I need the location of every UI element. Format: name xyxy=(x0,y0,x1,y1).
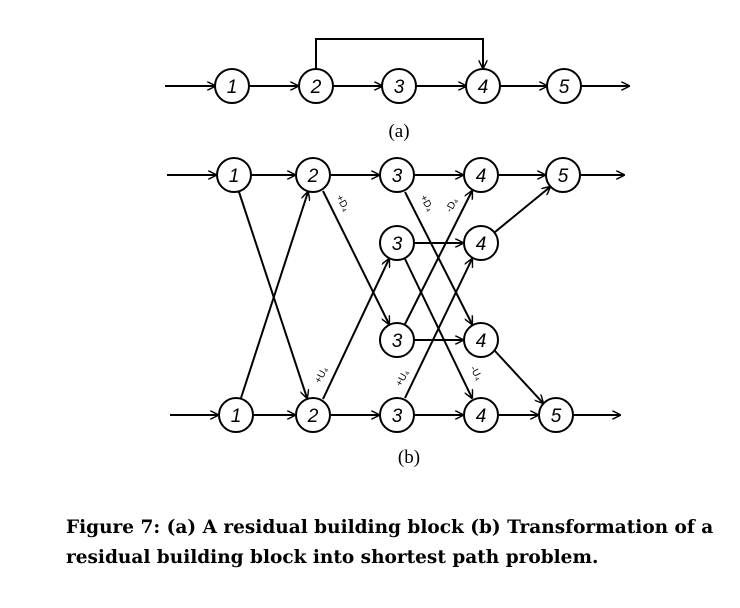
edge-b-m4a-t5 xyxy=(494,187,550,233)
diagram-a-edges xyxy=(165,38,629,86)
edge-b-b2-m3a xyxy=(322,259,389,400)
edge-label-minus-u4: -U₄ xyxy=(467,364,484,382)
edge-label-minus-d4: -D₄ xyxy=(444,196,461,214)
svg-text:3: 3 xyxy=(392,406,403,427)
edge-b-m4b-b5 xyxy=(494,350,543,403)
residual-block-figure: 1 2 3 4 5 (a) xyxy=(165,38,740,468)
node-a-4: 4 xyxy=(465,68,501,104)
node-b-mid-upper-3: 3 xyxy=(379,225,415,261)
node-a-2: 2 xyxy=(298,68,334,104)
node-a-5: 5 xyxy=(546,68,582,104)
node-b-mid-upper-4: 4 xyxy=(463,225,499,261)
subfigure-label-b: (b) xyxy=(398,447,420,468)
svg-text:3: 3 xyxy=(392,331,403,352)
edge-b-t1-b2 xyxy=(238,191,307,398)
node-b-bottom-3: 3 xyxy=(379,397,415,433)
edge-b-m3b-t4 xyxy=(404,191,472,325)
node-b-top-5: 5 xyxy=(545,157,581,193)
edge-b-b3-m4a xyxy=(404,259,472,399)
svg-text:5: 5 xyxy=(559,77,570,98)
svg-text:1: 1 xyxy=(227,77,238,98)
node-b-top-4: 4 xyxy=(463,157,499,193)
svg-text:5: 5 xyxy=(558,166,569,187)
svg-text:2: 2 xyxy=(307,406,319,427)
node-b-bottom-1: 1 xyxy=(218,397,254,433)
node-b-top-3: 3 xyxy=(379,157,415,193)
edge-label-plus-d4-b: +D₄ xyxy=(417,193,435,213)
svg-text:5: 5 xyxy=(551,406,562,427)
svg-text:1: 1 xyxy=(231,406,242,427)
node-b-bottom-4: 4 xyxy=(463,397,499,433)
figure-caption: Figure 7: (a) A residual building block … xyxy=(66,517,714,568)
svg-text:1: 1 xyxy=(229,166,240,187)
node-b-top-2: 2 xyxy=(295,157,331,193)
edge-b-b1-t2 xyxy=(240,192,308,399)
edge-label-plus-d4-a: +D₄ xyxy=(333,193,351,213)
svg-text:3: 3 xyxy=(392,234,403,255)
edge-label-plus-u4-b: +U₄ xyxy=(394,368,412,388)
node-a-1: 1 xyxy=(214,68,250,104)
svg-text:4: 4 xyxy=(478,77,489,98)
edge-b-t2-m3b xyxy=(322,190,389,324)
diagram-b-edges xyxy=(167,175,624,415)
node-b-bottom-2: 2 xyxy=(295,397,331,433)
subfigure-label-a: (a) xyxy=(388,121,409,142)
svg-text:3: 3 xyxy=(392,166,403,187)
node-a-3: 3 xyxy=(381,68,417,104)
node-b-top-1: 1 xyxy=(216,157,252,193)
node-b-mid-lower-3: 3 xyxy=(379,322,415,358)
svg-text:3: 3 xyxy=(394,77,405,98)
svg-text:2: 2 xyxy=(310,77,322,98)
svg-text:4: 4 xyxy=(476,331,487,352)
node-b-bottom-5: 5 xyxy=(538,397,574,433)
diagram-a: 1 2 3 4 5 (a) xyxy=(165,38,629,142)
svg-text:4: 4 xyxy=(476,406,487,427)
node-b-mid-lower-4: 4 xyxy=(463,322,499,358)
svg-text:2: 2 xyxy=(307,166,319,187)
edge-label-plus-u4-a: +U₄ xyxy=(313,365,331,385)
edge-a-skip-2-4 xyxy=(315,38,483,69)
diagram-b: +D₄ +D₄ -D₄ +U₄ +U₄ -U₄ 1 2 3 4 5 3 4 3 … xyxy=(167,157,624,468)
svg-text:4: 4 xyxy=(476,166,487,187)
svg-text:4: 4 xyxy=(476,234,487,255)
